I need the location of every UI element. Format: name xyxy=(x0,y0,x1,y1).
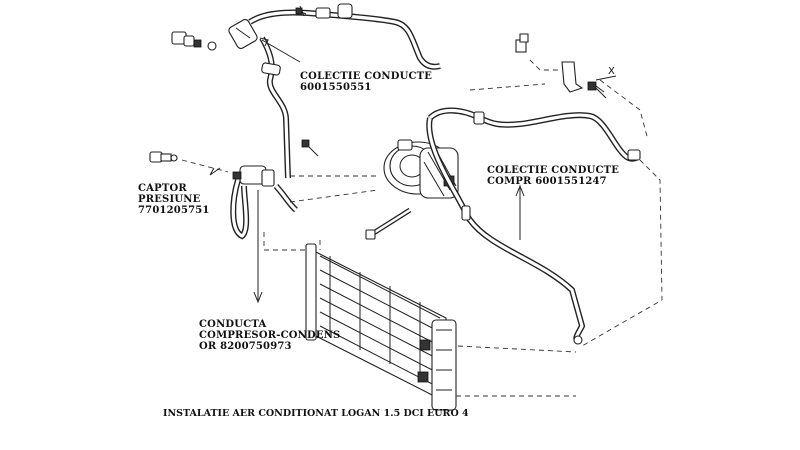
leader-line xyxy=(261,39,301,63)
compressor-icon xyxy=(383,139,459,199)
diagram-caption: INSTALATIE AER CONDITIONAT LOGAN 1.5 DCI… xyxy=(163,408,469,419)
x-marker: X xyxy=(608,66,615,77)
colectie-conducte-compr-line1: COLECTIE CONDUCTE xyxy=(487,165,620,176)
service-valve-icon xyxy=(171,31,217,51)
conducta-line2: COMPRESOR-CONDENS xyxy=(199,330,341,341)
colectie-conducte-line2: 6001550551 xyxy=(300,82,372,93)
pressure-sensor-icon xyxy=(149,151,178,163)
conducta-line3: OR 8200750973 xyxy=(199,341,292,352)
conducta-line1: CONDUCTA xyxy=(199,319,267,330)
captor-line1: CAPTOR xyxy=(138,183,187,194)
bracket-icon xyxy=(515,33,605,93)
arrowhead-icon xyxy=(209,167,221,176)
colectie-conducte-compr-label: COLECTIE CONDUCTE COMPR 6001551247 xyxy=(487,165,619,187)
arrowhead-icon xyxy=(253,291,263,304)
captor-line2: PRESIUNE xyxy=(138,194,201,205)
upper-pipe-assembly xyxy=(171,3,441,179)
colectie-conducte-label: COLECTIE CONDUCTE 6001550551 xyxy=(300,71,432,93)
mounting-bolt-icon xyxy=(365,207,412,240)
captor-line3: 7701205751 xyxy=(138,205,210,216)
colectie-conducte-compr-line2: COMPR 6001551247 xyxy=(487,176,607,187)
right-pipe-assembly xyxy=(426,107,641,345)
conducta-label: CONDUCTA COMPRESOR-CONDENS OR 8200750973 xyxy=(199,319,340,352)
arrowhead-icon xyxy=(515,184,525,197)
captor-presiune-label: CAPTOR PRESIUNE 7701205751 xyxy=(138,183,210,216)
compressor-condenser-fitting xyxy=(230,165,299,240)
bolt-icon xyxy=(301,139,319,157)
condenser-icon xyxy=(305,243,457,411)
colectie-conducte-line1: COLECTIE CONDUCTE xyxy=(300,71,433,82)
arrowhead-icon xyxy=(259,37,269,47)
